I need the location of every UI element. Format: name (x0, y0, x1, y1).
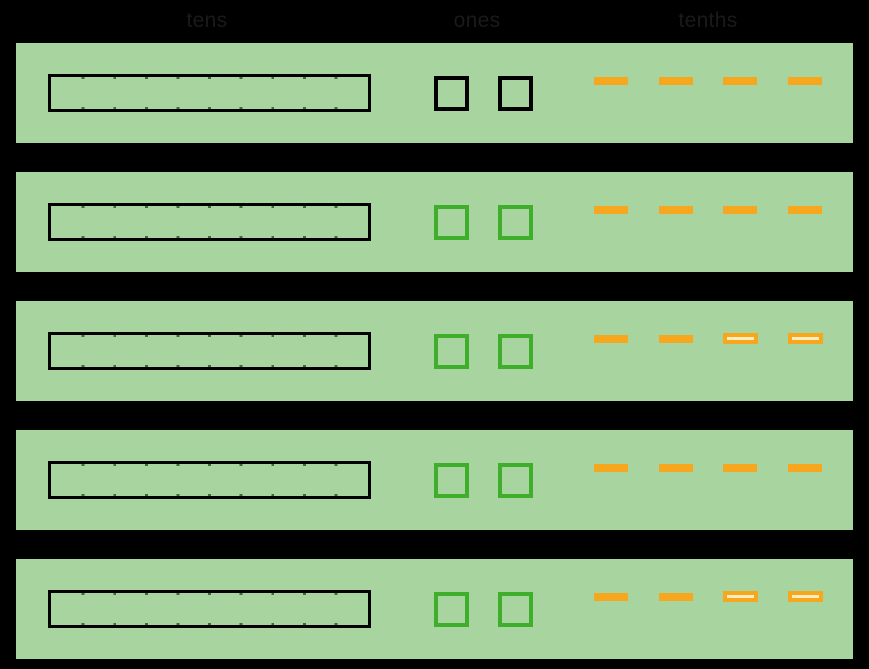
ten-rod (48, 461, 371, 499)
tenth-dash (658, 464, 693, 472)
tenth-dash (788, 206, 823, 214)
one-square (498, 592, 533, 627)
tenth-dash (658, 206, 693, 214)
one-square (434, 334, 469, 369)
place-value-row-row-5 (16, 559, 853, 659)
tenth-dash (788, 464, 823, 472)
one-square (498, 205, 533, 240)
column-header-tens: tens (186, 9, 228, 32)
one-square (498, 76, 533, 111)
tenth-dash (788, 591, 824, 602)
one-square (434, 76, 469, 111)
tenth-dash (788, 77, 823, 85)
tenth-dash (594, 335, 628, 343)
tenth-dash (594, 77, 628, 85)
tenth-dash (594, 593, 628, 601)
tenth-dash (723, 464, 758, 472)
one-square (434, 205, 469, 240)
tenth-dash (658, 77, 693, 85)
one-square (498, 463, 533, 498)
tenth-dash (788, 333, 824, 344)
ten-rod (48, 203, 371, 241)
tenth-dash (658, 593, 693, 601)
ten-rod (48, 590, 371, 628)
place-value-row-row-1 (16, 43, 853, 143)
column-header-tenths: tenths (678, 9, 738, 32)
place-value-row-row-4 (16, 430, 853, 530)
tenth-dash (723, 77, 758, 85)
place-value-row-row-2 (16, 172, 853, 272)
tenth-dash (723, 591, 759, 602)
one-square (434, 463, 469, 498)
tenth-dash (594, 206, 628, 214)
tenth-dash (594, 464, 628, 472)
tenth-dash (723, 206, 758, 214)
ten-rod (48, 74, 371, 112)
tenth-dash (723, 333, 759, 344)
one-square (434, 592, 469, 627)
column-header-ones: ones (453, 9, 501, 32)
place-value-row-row-3 (16, 301, 853, 401)
ten-rod (48, 332, 371, 370)
tenth-dash (658, 335, 693, 343)
one-square (498, 334, 533, 369)
